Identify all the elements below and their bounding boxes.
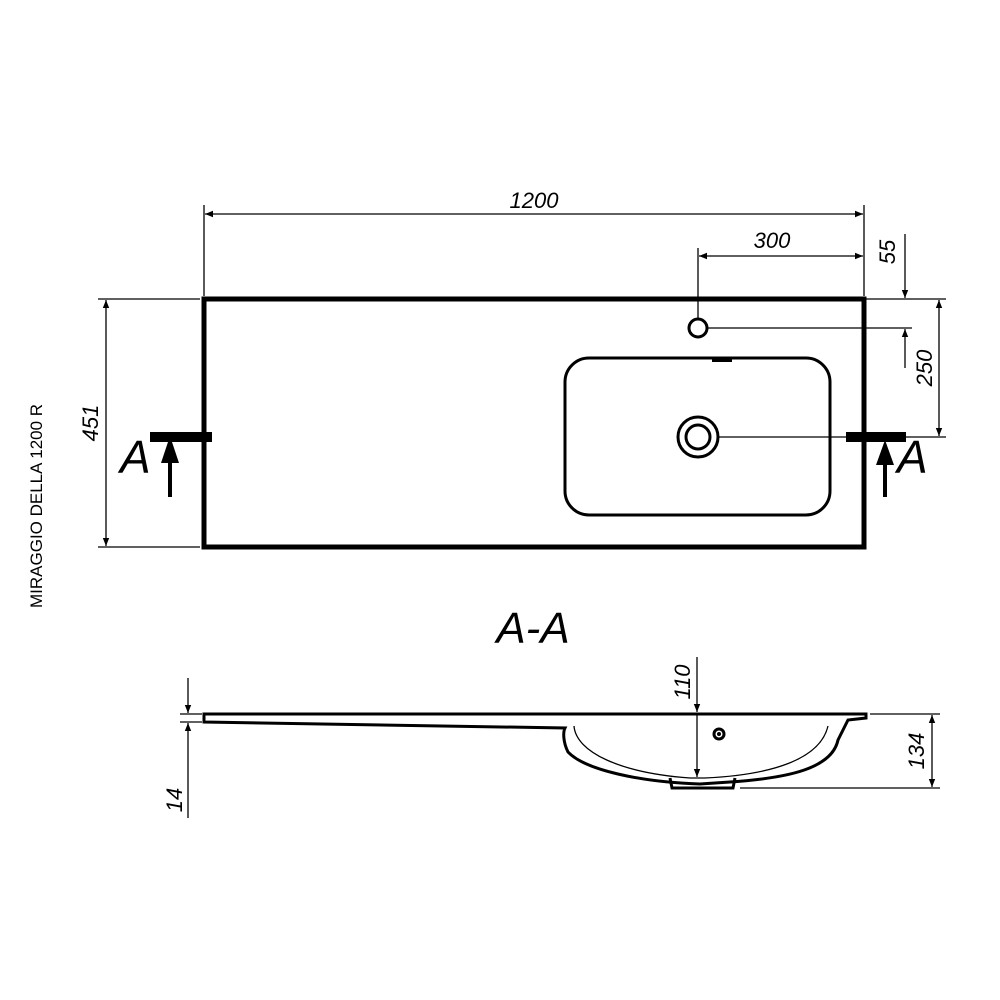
section-title: A-A <box>493 604 569 653</box>
section-marker-right: A <box>846 431 928 497</box>
dimension-total-width: 1200 <box>203 188 865 296</box>
dimension-total-height: 134 <box>740 713 940 789</box>
dimension-faucet-from-edge: 55 <box>707 234 912 368</box>
drain <box>676 415 720 459</box>
dimension-faucet-from-edge-label: 55 <box>875 239 900 264</box>
top-view: 1200 300 55 250 451 <box>78 188 946 550</box>
countertop-outline <box>201 296 867 550</box>
section-view: 110 134 14 <box>162 657 940 818</box>
model-label: MIRAGGIO DELLA 1200 R <box>27 404 46 608</box>
section-slab <box>202 712 868 786</box>
dimension-drain-from-edge: 250 <box>718 298 946 438</box>
dimension-faucet-offset: 300 <box>697 228 863 318</box>
faucet-hole <box>687 317 709 339</box>
dimension-total-height-label: 134 <box>904 733 929 770</box>
section-marker-left: A <box>117 431 212 497</box>
dimension-total-width-label: 1200 <box>510 188 560 213</box>
dimension-depth: 451 <box>78 298 200 548</box>
dimension-depth-label: 451 <box>78 405 103 442</box>
section-marker-left-label: A <box>117 431 151 483</box>
section-marker-right-label: A <box>894 431 928 483</box>
dimension-basin-height-label: 110 <box>670 664 695 700</box>
dimension-drain-from-edge-label: 250 <box>912 349 937 387</box>
section-drain-fitting <box>668 777 737 790</box>
section-overflow-hole-center <box>717 732 721 736</box>
dimension-basin-height: 110 <box>670 657 701 777</box>
dimension-faucet-offset-label: 300 <box>754 228 791 253</box>
section-overflow-hole <box>712 727 726 741</box>
dimension-slab-thickness-label: 14 <box>162 788 187 812</box>
section-basin-inner <box>573 725 829 779</box>
dimension-slab-thickness: 14 <box>162 678 202 818</box>
